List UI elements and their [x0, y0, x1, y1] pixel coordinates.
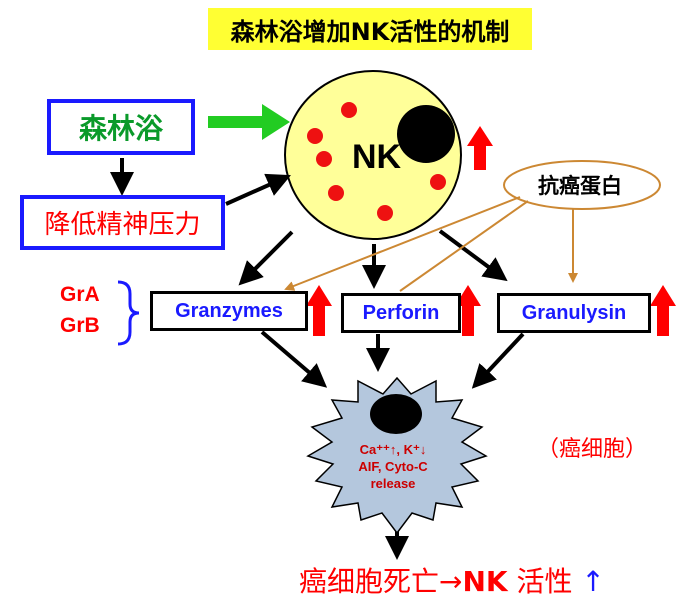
reduce-stress-box: 降低精神压力	[20, 195, 225, 250]
black-arrows	[110, 158, 525, 560]
result-part-1: 癌细胞死亡→	[299, 565, 463, 598]
perforin-box: Perforin	[341, 293, 461, 333]
forest-bath-box: 森林浴	[47, 99, 195, 155]
gra-label: GrA	[60, 283, 100, 306]
release-line-2: AIF, Cyto-C	[358, 459, 428, 474]
cancer-cell-label: （癌细胞）	[537, 437, 648, 462]
nk-nucleus	[397, 105, 455, 163]
nk-cell-label: NK	[352, 138, 402, 176]
red-up-arrows	[306, 126, 676, 336]
result-up-arrow: ↑	[581, 565, 605, 598]
anticancer-protein-label: 抗癌蛋白	[538, 174, 622, 198]
grb-label: GrB	[60, 314, 100, 337]
result-part-2: NK	[462, 565, 508, 598]
release-text: Ca⁺⁺↑, K⁺↓ AIF, Cyto-C release	[315, 441, 471, 492]
anticancer-protein-oval	[503, 160, 661, 210]
brace	[117, 280, 140, 346]
green-arrow	[208, 104, 290, 140]
granzymes-box: Granzymes	[150, 291, 308, 331]
cancer-nucleus	[370, 394, 422, 434]
result-part-3: 活性	[507, 565, 582, 598]
page-title: 森林浴增加NK活性的机制	[208, 8, 532, 50]
granulysin-box: Granulysin	[497, 293, 651, 333]
result-text: 癌细胞死亡→NK 活性 ↑	[299, 560, 605, 600]
release-line-1: Ca⁺⁺↑, K⁺↓	[359, 442, 427, 457]
release-line-3: release	[370, 476, 416, 491]
nk-granules	[307, 102, 446, 221]
cancer-cell	[306, 376, 488, 535]
brown-arrows	[284, 196, 578, 292]
